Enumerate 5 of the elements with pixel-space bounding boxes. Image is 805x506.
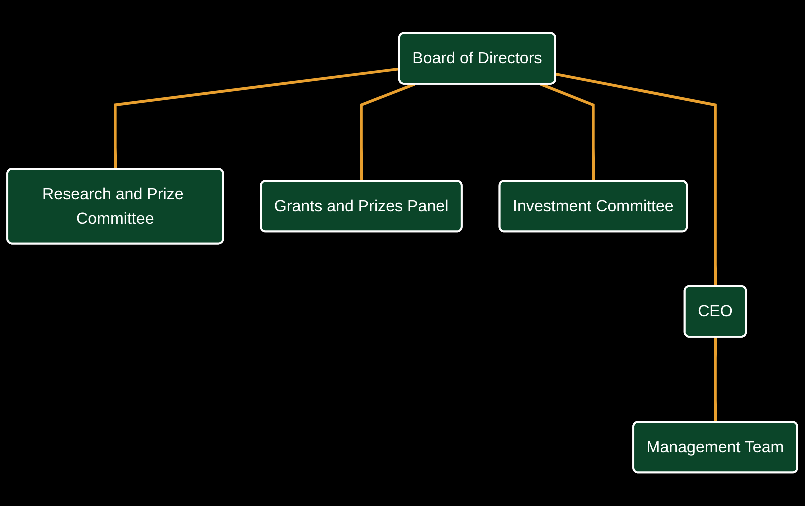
connector (714, 337, 718, 423)
connector (114, 68, 400, 170)
connector (540, 83, 596, 182)
connector (360, 83, 416, 182)
connector (556, 72, 718, 287)
